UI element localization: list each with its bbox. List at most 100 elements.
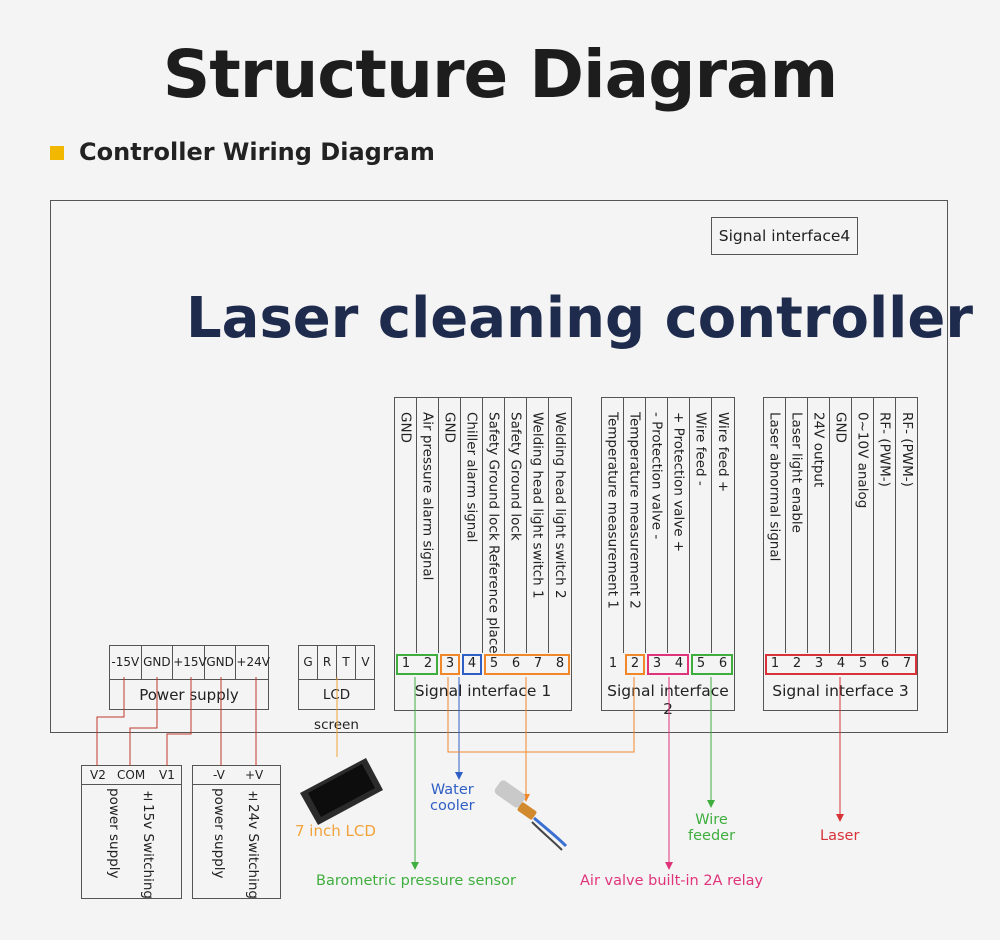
sig3-signal-label: 0~10V analog [854, 412, 871, 509]
sig1-pin-4: 4 [467, 656, 477, 671]
sig1-column-4: Chiller alarm signal [461, 398, 483, 653]
sig1-signal-label: Air pressure alarm signal [419, 412, 436, 581]
sig1-column-2: Air pressure alarm signal [417, 398, 439, 653]
sig3-column-4: GND [830, 398, 852, 653]
sig2-pin-6: 6 [718, 656, 728, 671]
sig1-pin-group [484, 654, 570, 675]
barometric-sensor-label: Barometric pressure sensor [316, 873, 516, 889]
sig1-signal-label: Chiller alarm signal [463, 412, 480, 543]
lcd-terminal: T [337, 646, 356, 679]
sig3-pin-group [765, 654, 917, 675]
sig1-signal-label: Welding head light switch 1 [529, 412, 546, 599]
sig2-pin-group [625, 654, 645, 675]
section-title: Controller Wiring Diagram [79, 138, 435, 166]
sig3-pin-1: 1 [770, 656, 780, 671]
laser-label: Laser [820, 828, 860, 844]
lcd-terminal: V [361, 655, 370, 669]
psu-24v-text-1: power supply [211, 788, 227, 879]
sig2-pin-4: 4 [674, 656, 684, 671]
air-valve-label: Air valve built-in 2A relay [580, 873, 764, 889]
power-terminal: -15V [110, 646, 142, 679]
power-terminal: +15V [173, 646, 207, 679]
signal-interface-4: Signal interface4 [711, 217, 858, 255]
signal-interface-1: GND Air pressure alarm signal GND Chiller a… [394, 397, 572, 711]
power-terminal: GND [205, 646, 237, 679]
sig2-column-4: + Protection valve + [668, 398, 690, 653]
sig2-column-5: Wire feed - [690, 398, 712, 653]
signal-interface-2-title: Signal interface 2 [607, 682, 729, 718]
sig2-pin-1: 1 [608, 656, 618, 671]
sig1-signal-label: Safety Ground lock Reference place [485, 412, 502, 653]
psu2-terminal: +V [245, 768, 264, 782]
sig1-signal-label: Safety Ground lock [507, 412, 524, 541]
sig2-pin-3: 3 [652, 656, 662, 671]
sig2-pin-2: 2 [630, 656, 640, 671]
sig1-column-1: GND [395, 398, 417, 653]
sig2-signal-label: - Protection valve - [648, 412, 665, 540]
sig3-pin-5: 5 [858, 656, 868, 671]
psu-15v-text-2: ±15v Switching [140, 788, 156, 899]
controller-box [50, 200, 948, 733]
sig3-signal-label: RF- (PWM-) [876, 412, 893, 487]
sig3-pin-7: 7 [902, 656, 912, 671]
sig2-signal-label: Wire feed - [692, 412, 709, 486]
sig3-column-5: 0~10V analog [852, 398, 874, 653]
sig1-column-7: Welding head light switch 1 [527, 398, 549, 653]
sig1-pin-1: 1 [401, 656, 411, 671]
sig1-pin-3: 3 [445, 656, 455, 671]
psu-24v-text-2: ±24v Switching [245, 788, 261, 899]
sig1-pin-2: 2 [423, 656, 433, 671]
sig2-column-2: Temperature measurement 2 [624, 398, 646, 653]
sig1-column-5: Safety Ground lock Reference place [483, 398, 505, 653]
sig2-signal-label: + Protection valve + [670, 412, 687, 553]
sig1-signal-label: GND [441, 412, 458, 443]
sig1-pin-8: 8 [555, 656, 565, 671]
switching-psu-24v: -V +V power supply ±24v Switching [192, 765, 281, 899]
sig1-pin-group [440, 654, 460, 675]
sig3-signal-label: Laser abnormal signal [766, 412, 783, 562]
sensor-illustration [494, 780, 568, 851]
psu1-terminal: COM [117, 768, 146, 782]
wire-gnd-com [129, 677, 158, 766]
sig2-pin-5: 5 [696, 656, 706, 671]
sig3-column-6: RF- (PWM-) [874, 398, 896, 653]
psu1-terminal: V1 [159, 768, 175, 782]
sig1-column-6: Safety Ground lock [505, 398, 527, 653]
sig3-pin-6: 6 [880, 656, 890, 671]
sig1-pin-group [462, 654, 482, 675]
sig2-signal-label: Temperature measurement 1 [604, 412, 621, 609]
signal-interface-2: Temperature measurement 1 Temperature mea… [601, 397, 735, 718]
controller-title: Laser cleaning controller [186, 286, 973, 351]
sig3-pin-2: 2 [792, 656, 802, 671]
sig1-signal-label: GND [397, 412, 414, 443]
section-bullet [50, 146, 64, 160]
wire-feeder-label: Wire feeder [688, 812, 736, 844]
sig3-column-7: RF- (PWM-) [896, 398, 918, 653]
sig2-signal-label: Temperature measurement 2 [626, 412, 643, 609]
psu-15v-text-1: power supply [106, 788, 122, 879]
power-terminal: GND [142, 646, 174, 679]
lcd-device-label: 7 inch LCD [295, 822, 376, 840]
sig3-pin-3: 3 [814, 656, 824, 671]
sig1-pin-7: 7 [533, 656, 543, 671]
wire-temp-sensor [447, 677, 635, 753]
sig2-column-6: Wire feed + [712, 398, 734, 653]
psu2-terminal: -V [213, 768, 225, 782]
sig1-column-3: GND [439, 398, 461, 653]
sig1-column-8: Welding head light switch 2 [549, 398, 571, 653]
water-cooler-label: Water cooler [430, 782, 475, 814]
sig3-column-3: 24V output [808, 398, 830, 653]
power-supply-title: Power supply [110, 679, 268, 710]
sig3-column-2: Laser light enable [786, 398, 808, 653]
sig2-signal-label: Wire feed + [715, 412, 731, 493]
sig3-column-1: Laser abnormal signal [764, 398, 786, 653]
signal-interface-1-title: Signal interface 1 [414, 682, 552, 700]
sig1-pin-5: 5 [489, 656, 499, 671]
sig3-pin-4: 4 [836, 656, 846, 671]
wire-plus15v [166, 677, 192, 766]
lcd-terminal: G [299, 646, 318, 679]
sig2-pin-group [691, 654, 733, 675]
